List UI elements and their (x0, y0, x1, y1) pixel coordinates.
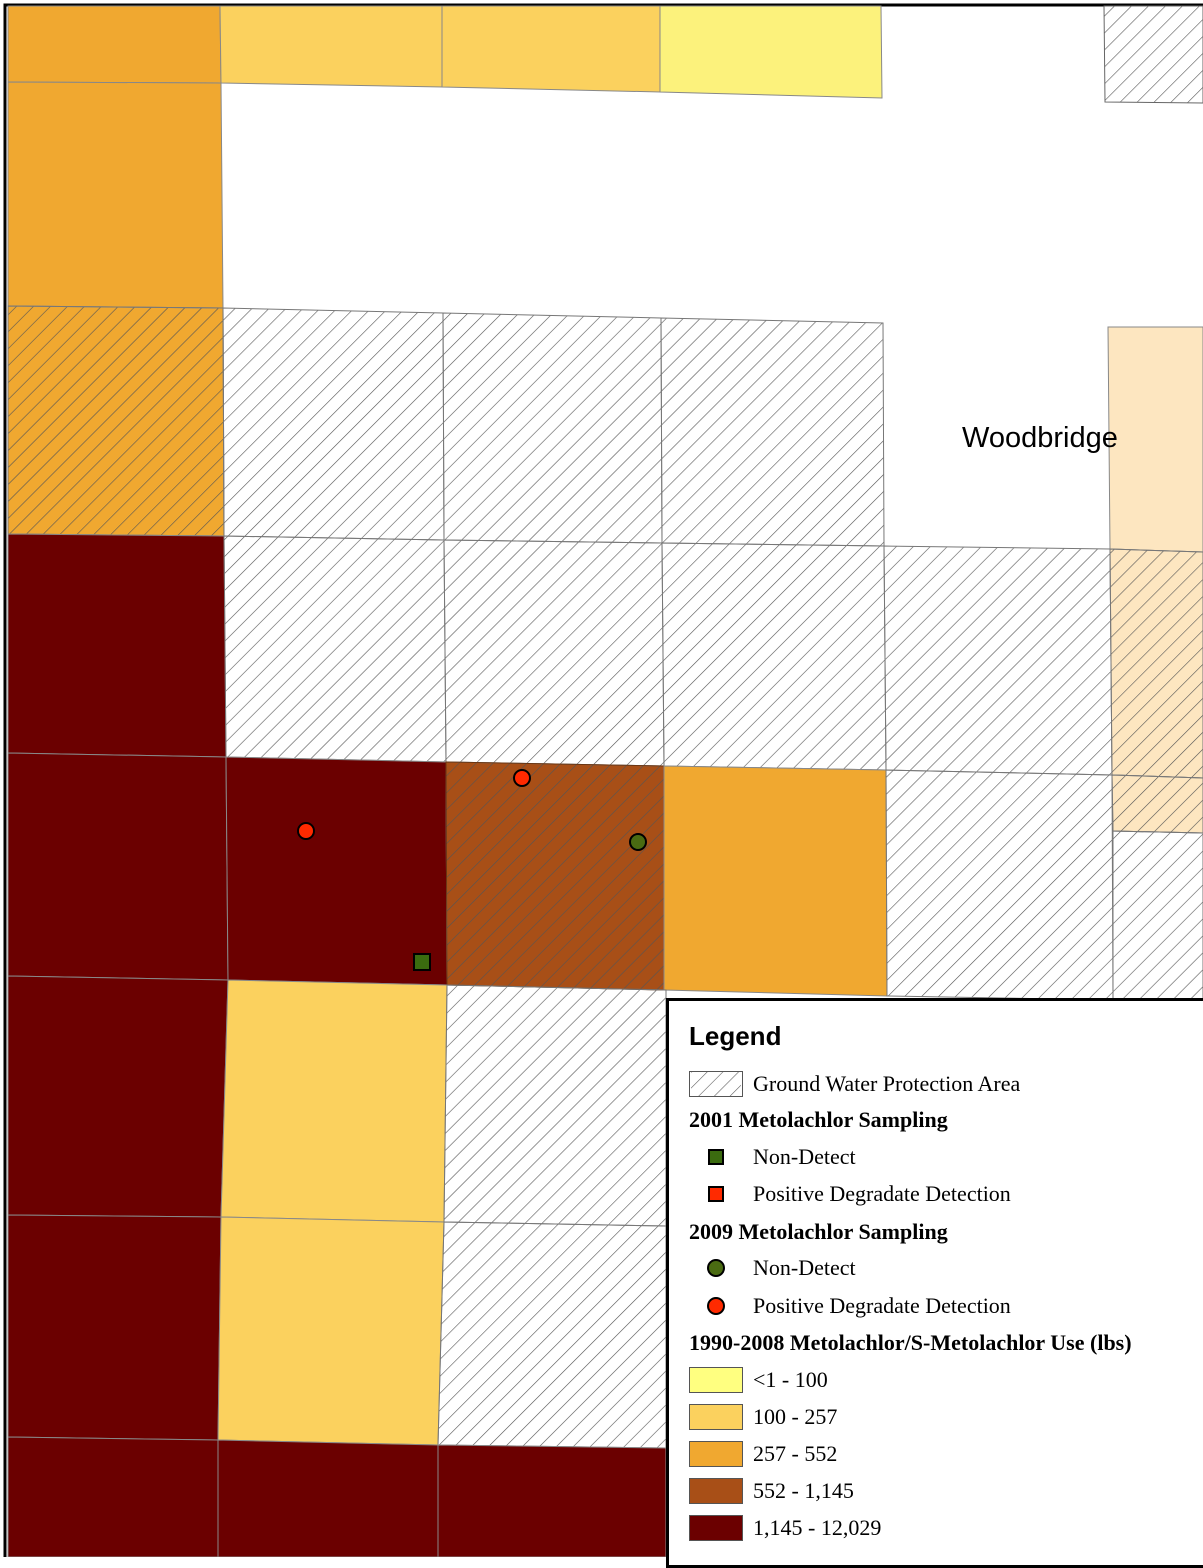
section-cell (7, 975, 229, 1218)
legend-label: Positive Degradate Detection (753, 1293, 1011, 1318)
legend-header-use: 1990-2008 Metolachlor/S-Metolachlor Use … (689, 1330, 1132, 1355)
sample-2009-nondetect[interactable] (629, 833, 647, 851)
gwpa-cell (443, 984, 667, 1227)
section-cell (7, 5, 222, 84)
legend-label: Non-Detect (753, 1255, 856, 1280)
section-cell (7, 533, 227, 758)
legend-header-2009: 2009 Metolachlor Sampling (689, 1219, 948, 1244)
gwpa-label: Ground Water Protection Area (753, 1071, 1021, 1096)
legend-label: 257 - 552 (753, 1441, 838, 1466)
color-swatch (689, 1404, 743, 1430)
legend-title: Legend (689, 1021, 782, 1051)
legend-row-class: 100 - 257 (689, 1402, 837, 1432)
legend-header-2001: 2001 Metolachlor Sampling (689, 1107, 948, 1132)
color-swatch (689, 1478, 743, 1504)
color-swatch (689, 1367, 743, 1393)
gwpa-cell (660, 317, 885, 547)
section-cell (659, 5, 883, 99)
section-cell (217, 1216, 445, 1446)
sample-2009-positive[interactable] (513, 769, 531, 787)
color-swatch (689, 1515, 743, 1541)
legend-row-gwpa: Ground Water Protection Area (689, 1069, 1020, 1099)
legend-label: 552 - 1,145 (753, 1478, 854, 1503)
circle-nondetect-icon (689, 1259, 743, 1277)
section-cell (7, 1436, 219, 1557)
section-cell (7, 752, 229, 981)
square-nondetect-icon (689, 1149, 743, 1165)
gwpa-cell (442, 312, 663, 544)
gwpa-cell (1112, 830, 1203, 1001)
legend-row-class: 1,145 - 12,029 (689, 1513, 881, 1543)
gwpa-cell (1103, 5, 1203, 104)
section-cell (663, 765, 888, 997)
gwpa-cell (437, 1221, 667, 1449)
legend-row-2001-nondetect: Non-Detect (689, 1142, 856, 1172)
section-cell (217, 1439, 439, 1557)
section-cell (7, 81, 224, 309)
legend-label: Positive Degradate Detection (753, 1181, 1011, 1206)
gwpa-cell (1109, 548, 1203, 779)
town-label: Woodbridge (962, 422, 1118, 454)
square-positive-icon (689, 1186, 743, 1202)
section-cell (1107, 326, 1203, 553)
gwpa-cell (443, 539, 665, 767)
gwpa-cell (445, 761, 665, 991)
section-cell (225, 756, 448, 986)
gwpa-cell (222, 307, 445, 541)
gwpa-cell (1111, 774, 1203, 834)
section-cell (441, 5, 661, 93)
legend-label: <1 - 100 (753, 1367, 828, 1392)
section-cell (437, 1444, 667, 1557)
sample-2009-positive[interactable] (297, 822, 315, 840)
gwpa-cell (885, 769, 1114, 1001)
section-cell (220, 979, 448, 1223)
legend-label: Non-Detect (753, 1144, 856, 1169)
gwpa-cell (661, 542, 887, 771)
sample-2001-nondetect[interactable] (413, 953, 431, 971)
gwpa-cell (7, 305, 225, 537)
legend-row-2001-positive: Positive Degradate Detection (689, 1179, 1011, 1209)
hatch-swatch (689, 1071, 743, 1097)
gwpa-cell (883, 545, 1113, 776)
legend-row-class: 552 - 1,145 (689, 1476, 854, 1506)
circle-positive-icon (689, 1297, 743, 1315)
legend-row-class: 257 - 552 (689, 1439, 837, 1469)
section-cell (219, 5, 443, 88)
legend-label: 1,145 - 12,029 (753, 1515, 882, 1540)
legend-row-2009-positive: Positive Degradate Detection (689, 1291, 1011, 1321)
legend-label: 100 - 257 (753, 1404, 838, 1429)
color-swatch (689, 1441, 743, 1467)
section-cell (7, 1214, 222, 1441)
legend-panel: Legend Ground Water Protection Area 2001… (666, 998, 1203, 1568)
legend-row-class: <1 - 100 (689, 1365, 828, 1395)
gwpa-cell (223, 535, 447, 763)
legend-row-2009-nondetect: Non-Detect (689, 1253, 856, 1283)
